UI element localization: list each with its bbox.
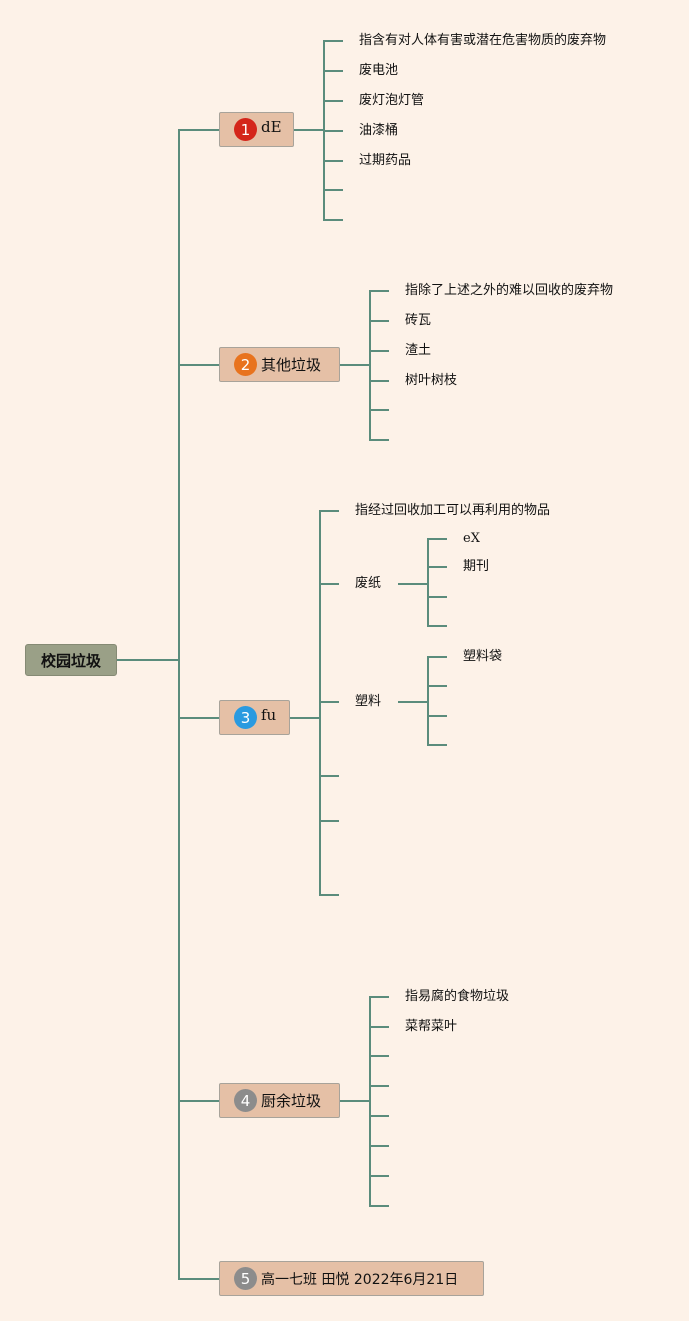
leaf-stub <box>319 701 339 703</box>
leaf-stub <box>369 290 389 292</box>
branch-2-out <box>340 364 370 366</box>
leaf-stub <box>323 100 343 102</box>
subtopic-paper[interactable]: 废纸 <box>355 576 382 591</box>
branch-3-label: fu <box>261 705 277 724</box>
sub-plastic-out <box>398 701 428 703</box>
sub-paper-bracket <box>427 538 429 627</box>
leaf-text[interactable]: 废电池 <box>359 63 399 78</box>
branch-3-stub <box>178 717 220 719</box>
leaf-text[interactable]: 塑料袋 <box>463 649 503 664</box>
branch-5-stub <box>178 1278 220 1280</box>
leaf-stub <box>369 350 389 352</box>
leaf-stub <box>369 1115 389 1117</box>
leaf-stub <box>323 40 343 42</box>
leaf-stub <box>323 70 343 72</box>
leaf-text[interactable]: eX <box>463 531 480 546</box>
leaf-stub <box>369 1055 389 1057</box>
leaf-text[interactable]: 期刊 <box>463 559 490 574</box>
leaf-stub <box>427 656 447 658</box>
branch-4-node[interactable]: 4 厨余垃圾 <box>219 1083 340 1118</box>
leaf-stub <box>319 583 339 585</box>
leaf-stub <box>319 894 339 896</box>
number-3-badge-icon: 3 <box>234 706 257 729</box>
leaf-stub <box>319 510 339 512</box>
branch-3-out <box>290 717 320 719</box>
leaf-stub <box>369 996 389 998</box>
branch-2-node[interactable]: 2 其他垃圾 <box>219 347 340 382</box>
branch-4-out <box>340 1100 370 1102</box>
leaf-text[interactable]: 树叶树枝 <box>405 373 458 388</box>
leaf-stub <box>369 1026 389 1028</box>
leaf-text[interactable]: 指除了上述之外的难以回收的废弃物 <box>405 283 614 298</box>
leaf-text[interactable]: 指含有对人体有害或潜在危害物质的废弃物 <box>359 33 607 48</box>
branch-4-stub <box>178 1100 220 1102</box>
branch-2-stub <box>178 364 220 366</box>
branch-1-label: dE <box>261 117 282 136</box>
number-2-badge-icon: 2 <box>234 353 257 376</box>
branch-5-label: 高一七班 田悦 2022年6月21日 <box>261 1271 459 1288</box>
leaf-text[interactable]: 渣土 <box>405 343 432 358</box>
leaf-stub <box>427 625 447 627</box>
leaf-text[interactable]: 过期药品 <box>359 153 412 168</box>
leaf-stub <box>369 409 389 411</box>
branch-5-node[interactable]: 5 高一七班 田悦 2022年6月21日 <box>219 1261 484 1296</box>
branch-1-out <box>294 129 324 131</box>
leaf-text[interactable]: 砖瓦 <box>405 313 432 328</box>
leaf-stub <box>427 715 447 717</box>
leaf-stub <box>369 320 389 322</box>
leaf-stub <box>323 160 343 162</box>
leaf-stub <box>369 1085 389 1087</box>
leaf-stub <box>369 380 389 382</box>
leaf-stub <box>427 566 447 568</box>
leaf-stub <box>369 1205 389 1207</box>
sub-plastic-bracket <box>427 656 429 746</box>
subtopic-plastic[interactable]: 塑料 <box>355 694 382 709</box>
leaf-stub <box>427 744 447 746</box>
leaf-text[interactable]: 指经过回收加工可以再利用的物品 <box>355 503 551 518</box>
leaf-stub <box>427 538 447 540</box>
branch-2-bracket <box>369 290 371 441</box>
trunk-line <box>178 129 180 1280</box>
leaf-stub <box>369 1145 389 1147</box>
leaf-stub <box>323 189 343 191</box>
leaf-stub <box>427 685 447 687</box>
branch-4-label: 厨余垃圾 <box>261 1092 322 1110</box>
branch-1-node[interactable]: 1 dE <box>219 112 294 147</box>
leaf-stub <box>369 1175 389 1177</box>
leaf-text[interactable]: 油漆桶 <box>359 123 399 138</box>
branch-3-node[interactable]: 3 fu <box>219 700 290 735</box>
leaf-text[interactable]: 废灯泡灯管 <box>359 93 425 108</box>
leaf-stub <box>323 219 343 221</box>
root-node[interactable]: 校园垃圾 <box>25 644 117 676</box>
sub-paper-out <box>398 583 428 585</box>
root-connector <box>117 659 179 661</box>
number-5-badge-icon: 5 <box>234 1267 257 1290</box>
branch-4-bracket <box>369 996 371 1207</box>
leaf-stub <box>319 775 339 777</box>
leaf-stub <box>319 820 339 822</box>
leaf-stub <box>323 130 343 132</box>
leaf-text[interactable]: 菜帮菜叶 <box>405 1019 458 1034</box>
leaf-stub <box>369 439 389 441</box>
leaf-stub <box>427 596 447 598</box>
branch-2-label: 其他垃圾 <box>261 356 322 374</box>
branch-1-stub <box>178 129 220 131</box>
leaf-text[interactable]: 指易腐的食物垃圾 <box>405 989 510 1004</box>
number-1-badge-icon: 1 <box>234 118 257 141</box>
branch-3-bracket <box>319 510 321 896</box>
number-4-badge-icon: 4 <box>234 1089 257 1112</box>
